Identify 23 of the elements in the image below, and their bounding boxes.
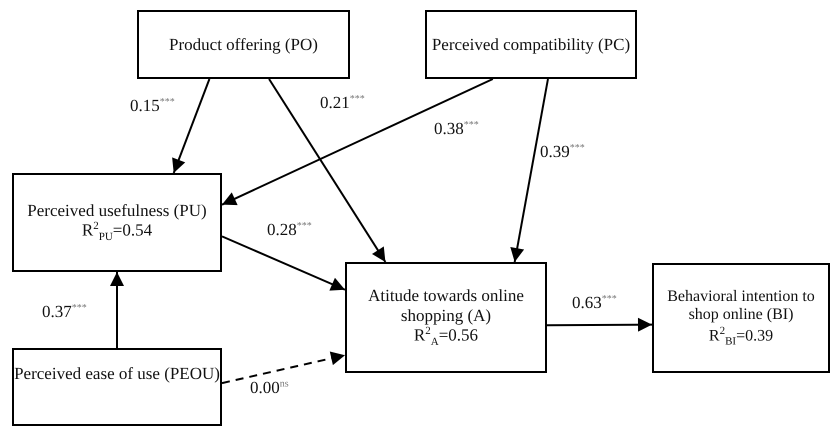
arrow (510, 78, 549, 262)
construct-box (137, 10, 350, 79)
construct-name: Perceived compatibility (PC) (432, 34, 630, 54)
r-squared-value: R$^{2}$$_{PU}$=0.54 (82, 220, 152, 244)
construct-box (345, 262, 547, 373)
arrow (222, 235, 346, 291)
construct-name: Perceived usefulness (PU) (27, 200, 207, 220)
construct-name: Atitude towards online shopping (A) (367, 286, 525, 326)
construct-name: Product offering (PO) (169, 34, 318, 54)
construct-box (12, 173, 222, 272)
r-squared-value: R$^{2}$$_{BI}$=0.39 (708, 324, 774, 348)
r-squared-value: R$^{2}$$_{A}$=0.56 (414, 325, 478, 349)
arrow (222, 352, 346, 384)
construct-name: Behavioral intention to shop online (BI) (666, 288, 816, 325)
arrow (222, 78, 494, 206)
construct-box (652, 263, 830, 373)
arrow (268, 78, 386, 263)
construct-box (12, 348, 222, 426)
construct-box (425, 10, 637, 79)
arrow (110, 272, 124, 348)
arrow (172, 78, 210, 174)
arrow (547, 318, 652, 332)
construct-name: Perceived ease of use (PEOU) (14, 364, 220, 384)
